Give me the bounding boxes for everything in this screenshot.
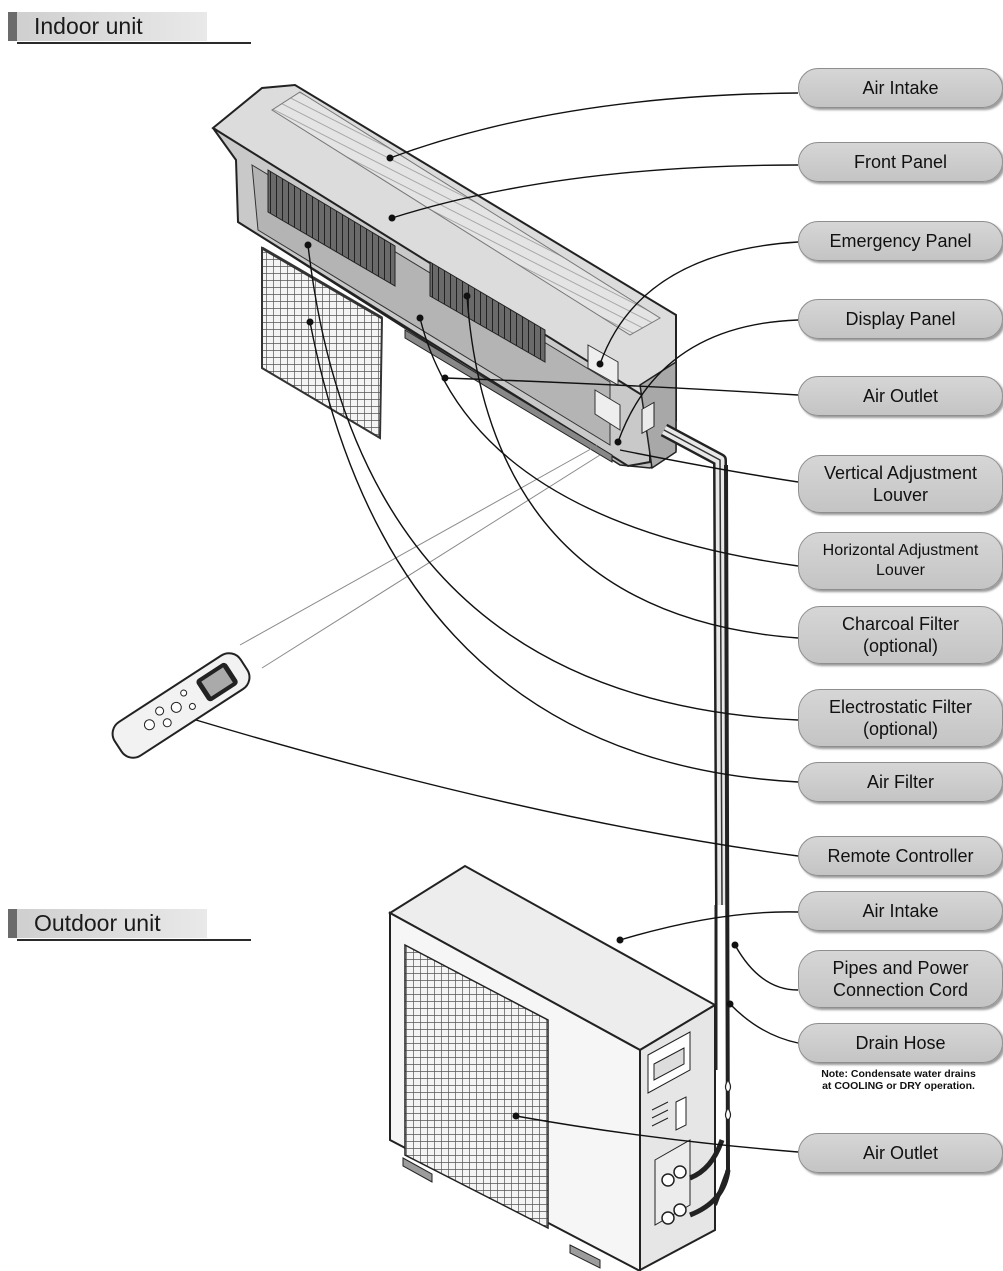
label-text: Remote Controller	[827, 846, 974, 866]
leader-dots	[304, 154, 739, 1120]
label-text-line2: (optional)	[862, 636, 939, 656]
label-text-line1: Charcoal Filter	[841, 614, 960, 634]
label-text-line1: Pipes and Power	[832, 958, 969, 978]
label-text: Front Panel	[853, 152, 948, 172]
label-pipes-and-power-cord: Pipes and Power Connection Cord	[798, 950, 1003, 1008]
label-text: Air Intake	[862, 78, 939, 98]
outdoor-unit-illustration	[388, 864, 731, 1271]
signal-beam	[239, 444, 601, 669]
label-text-line1: Vertical Adjustment	[823, 463, 978, 483]
note-line2: at COOLING or DRY operation.	[822, 1080, 975, 1092]
label-air-intake-outdoor: Air Intake	[798, 891, 1003, 931]
label-text: Air Outlet	[862, 1143, 939, 1163]
header-underline	[17, 939, 251, 941]
header-accent-bar	[8, 909, 17, 938]
remote-controller-illustration	[111, 652, 251, 759]
label-drain-hose: Drain Hose	[798, 1023, 1003, 1063]
label-text-line1: Horizontal Adjustment	[822, 542, 979, 559]
label-display-panel: Display Panel	[798, 299, 1003, 339]
label-text-line1: Electrostatic Filter	[828, 697, 973, 717]
air-filter-illustration	[261, 246, 384, 440]
label-text-line2: Louver	[872, 485, 929, 505]
label-electrostatic-filter: Electrostatic Filter (optional)	[798, 689, 1003, 747]
header-accent-bar	[8, 12, 17, 41]
outdoor-unit-title: Outdoor unit	[34, 910, 161, 936]
header-underline	[17, 42, 251, 44]
label-text: Air Intake	[862, 901, 939, 921]
note-line1: Note: Condensate water drains	[821, 1068, 976, 1080]
label-air-outlet-outdoor: Air Outlet	[798, 1133, 1003, 1173]
label-air-filter: Air Filter	[798, 762, 1003, 802]
label-horizontal-adjustment-louver: Horizontal Adjustment Louver	[798, 532, 1003, 590]
header-background	[17, 12, 207, 41]
indoor-unit-header: Indoor unit	[8, 6, 251, 44]
label-remote-controller: Remote Controller	[798, 836, 1003, 876]
label-text-line2: Louver	[876, 562, 925, 579]
condensate-note: Note: Condensate water drains at COOLING…	[796, 1068, 1001, 1092]
indoor-unit-title: Indoor unit	[34, 13, 143, 39]
indoor-unit-illustration	[211, 83, 677, 470]
label-text: Emergency Panel	[829, 231, 972, 251]
outdoor-unit-header: Outdoor unit	[8, 903, 251, 941]
label-front-panel: Front Panel	[798, 142, 1003, 182]
label-text: Drain Hose	[855, 1033, 946, 1053]
label-text-line2: (optional)	[862, 719, 939, 739]
label-text: Air Filter	[867, 772, 934, 792]
label-vertical-adjustment-louver: Vertical Adjustment Louver	[798, 455, 1003, 513]
label-text: Display Panel	[845, 309, 956, 329]
label-emergency-panel: Emergency Panel	[798, 221, 1003, 261]
label-charcoal-filter: Charcoal Filter (optional)	[798, 606, 1003, 664]
header-background	[17, 909, 207, 938]
label-text-line2: Connection Cord	[832, 980, 969, 1000]
label-air-outlet-indoor: Air Outlet	[798, 376, 1003, 416]
label-air-intake-indoor: Air Intake	[798, 68, 1003, 108]
label-text: Air Outlet	[862, 386, 939, 406]
leader-lines	[195, 92, 799, 1153]
